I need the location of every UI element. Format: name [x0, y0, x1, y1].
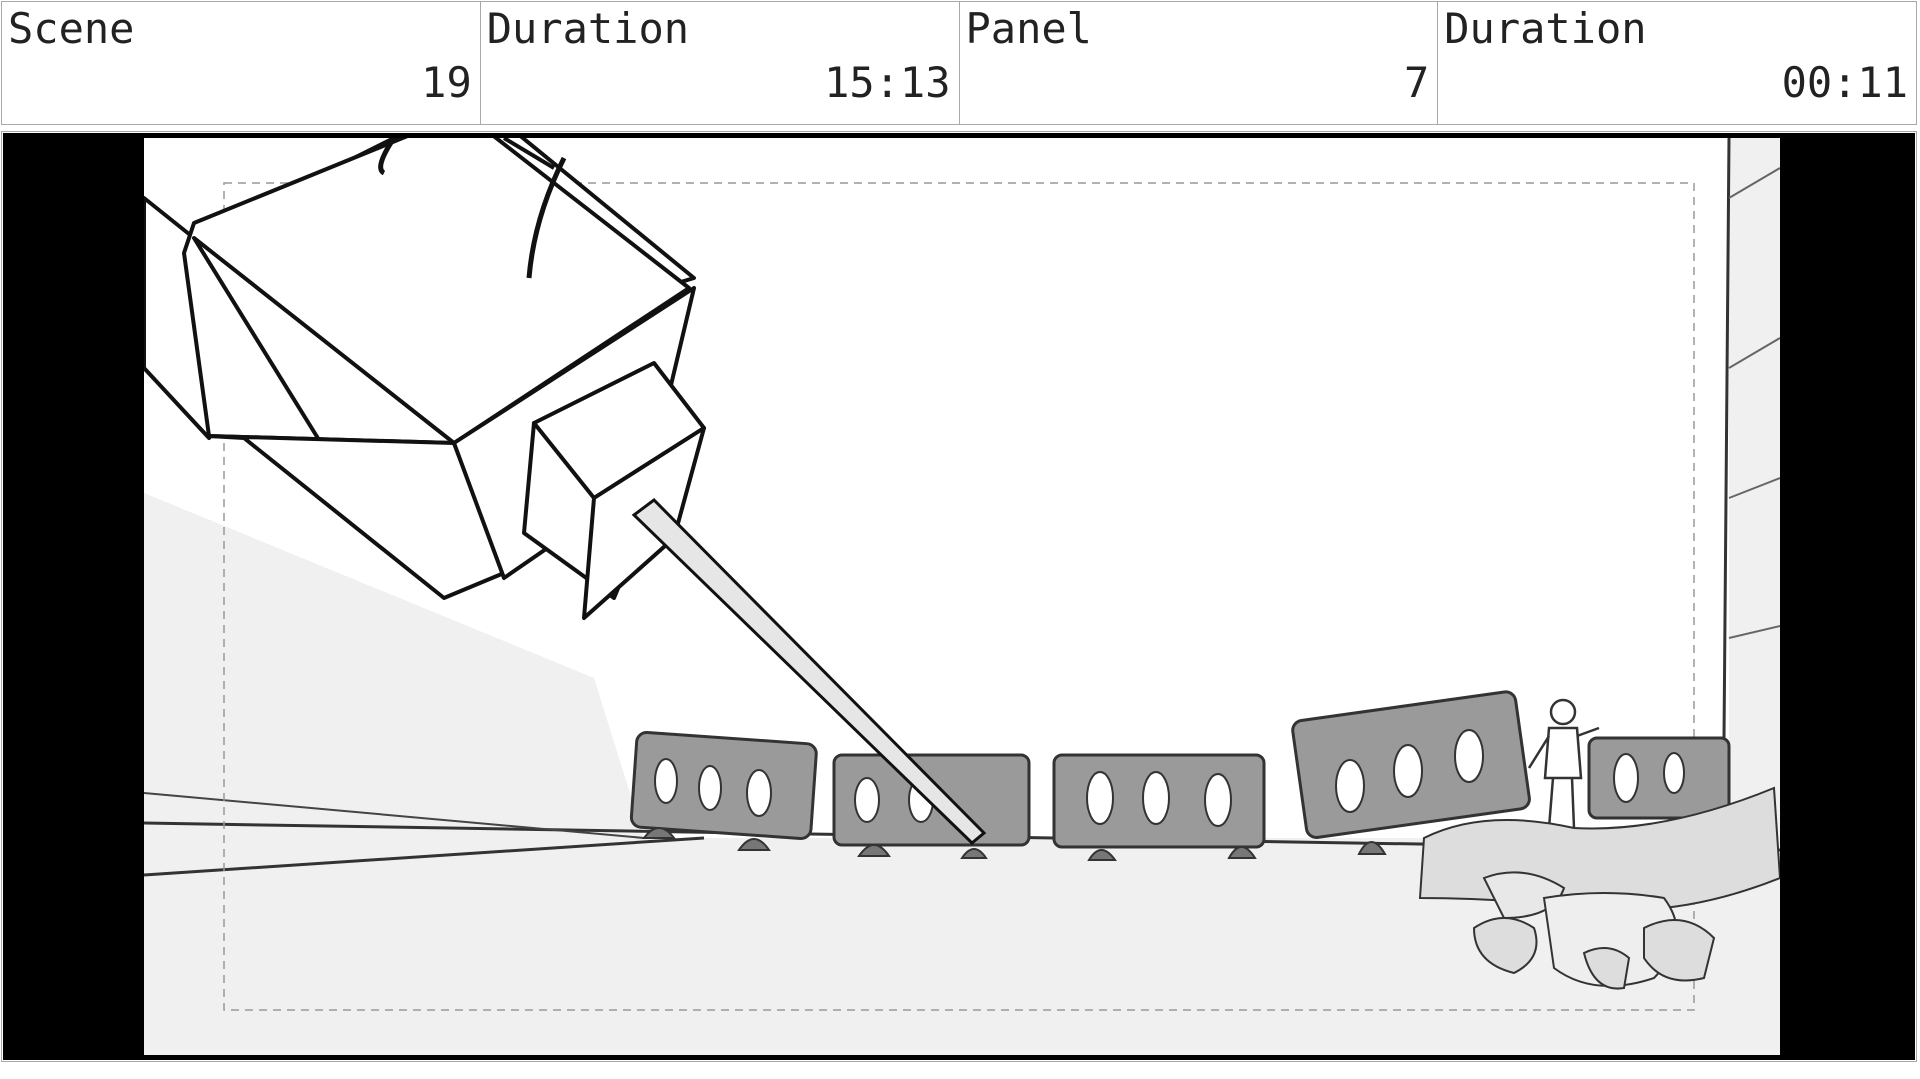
- scene-label: Scene: [8, 4, 135, 53]
- rubble: [1418, 786, 1780, 990]
- safe-area: [223, 182, 1695, 1011]
- scene-cell: Scene 19: [2, 2, 481, 124]
- panel-duration-label: Duration: [1444, 4, 1647, 53]
- scene-duration-cell: Duration 15:13: [481, 2, 960, 124]
- panel-label: Panel: [965, 4, 1092, 53]
- panel-duration-cell: Duration 00:11: [1438, 2, 1916, 124]
- scene-number: 19: [421, 58, 472, 107]
- panel-cell: Panel 7: [960, 2, 1439, 124]
- panel-number: 7: [1403, 58, 1430, 107]
- panel-frame: [1, 131, 1917, 1062]
- person-figure: [1527, 698, 1600, 829]
- probe-needle: [631, 498, 987, 846]
- train-wheels: [641, 827, 1387, 861]
- panel-viewport: [3, 133, 1915, 1060]
- machine-box: [144, 138, 706, 620]
- sketch-svg: [144, 138, 1780, 1055]
- storyboard-drawing: [144, 138, 1780, 1055]
- floor: [144, 838, 1780, 1055]
- right-wall: [1729, 138, 1780, 1055]
- storyboard-header: Scene 19 Duration 15:13 Panel 7 Duration…: [1, 1, 1917, 125]
- panel-duration-value: 00:11: [1781, 58, 1908, 107]
- scene-duration-label: Duration: [486, 4, 690, 53]
- left-wall-shade: [144, 493, 644, 838]
- train-windows: [654, 729, 1685, 827]
- scene-duration-value: 15:13: [824, 58, 951, 107]
